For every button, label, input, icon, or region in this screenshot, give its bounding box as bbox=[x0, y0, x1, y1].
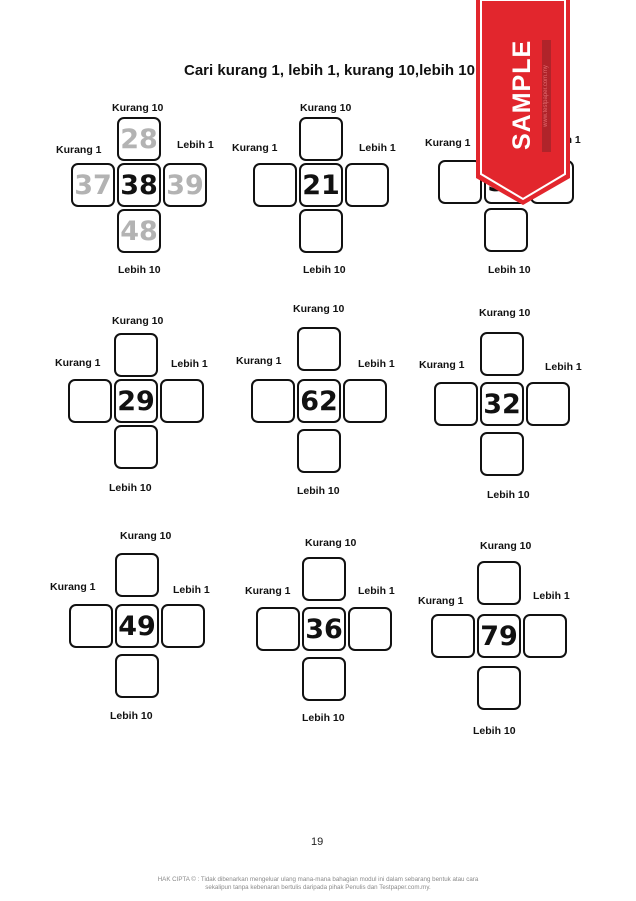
cell-kurang-1[interactable] bbox=[256, 607, 300, 651]
label-lebih-1: Lebih 1 bbox=[173, 584, 210, 596]
cell-lebih-1[interactable] bbox=[526, 382, 570, 426]
label-lebih-1: Lebih 1 bbox=[171, 358, 208, 370]
cell-lebih-1[interactable] bbox=[345, 163, 389, 207]
label-lebih-10: Lebih 10 bbox=[302, 712, 345, 724]
label-lebih-10: Lebih 10 bbox=[303, 264, 346, 276]
puzzle-5: Kurang 10 Kurang 1 Lebih 1 62 Lebih 10 bbox=[236, 303, 400, 497]
cell-kurang-10[interactable] bbox=[297, 327, 341, 371]
label-kurang-10: Kurang 10 bbox=[293, 303, 345, 315]
cell-center-number: 32 bbox=[480, 382, 524, 426]
cell-kurang-1: 37 bbox=[71, 163, 115, 207]
cell-lebih-1: 39 bbox=[163, 163, 207, 207]
cell-kurang-10[interactable] bbox=[114, 333, 158, 377]
label-lebih-10: Lebih 10 bbox=[487, 489, 530, 501]
cell-lebih-1[interactable] bbox=[161, 604, 205, 648]
cell-kurang-1[interactable] bbox=[431, 614, 475, 658]
label-kurang-1: Kurang 1 bbox=[245, 585, 291, 597]
label-lebih-1: Lebih 1 bbox=[358, 358, 395, 370]
label-lebih-1: Lebih 1 bbox=[359, 142, 396, 154]
label-lebih-1: Lebih 1 bbox=[358, 585, 395, 597]
cell-center-number: 21 bbox=[299, 163, 343, 207]
cell-lebih-1[interactable] bbox=[160, 379, 204, 423]
label-kurang-10: Kurang 10 bbox=[120, 530, 172, 542]
cell-lebih-10[interactable] bbox=[484, 208, 528, 252]
cell-lebih-10[interactable] bbox=[297, 429, 341, 473]
label-kurang-1: Kurang 1 bbox=[418, 595, 464, 607]
cell-kurang-1[interactable] bbox=[434, 382, 478, 426]
page-title: Cari kurang 1, lebih 1, kurang 10,lebih … bbox=[184, 62, 475, 79]
sample-ribbon: SAMPLE www.testpaper.com.my bbox=[476, 0, 570, 210]
cell-center-number: 29 bbox=[114, 379, 158, 423]
cell-kurang-10[interactable] bbox=[480, 332, 524, 376]
cell-lebih-10[interactable] bbox=[477, 666, 521, 710]
cell-center-number: 79 bbox=[477, 614, 521, 658]
cell-lebih-10[interactable] bbox=[115, 654, 159, 698]
cell-kurang-10: 28 bbox=[117, 117, 161, 161]
label-kurang-1: Kurang 1 bbox=[425, 137, 471, 149]
cell-center-number: 49 bbox=[115, 604, 159, 648]
cell-kurang-10[interactable] bbox=[299, 117, 343, 161]
puzzle-7: Kurang 10 Kurang 1 Lebih 1 49 Lebih 10 bbox=[50, 530, 218, 722]
ribbon-subtext: www.testpaper.com.my bbox=[542, 40, 551, 152]
cell-kurang-1[interactable] bbox=[68, 379, 112, 423]
puzzle-9: Kurang 10 Kurang 1 Lebih 1 79 Lebih 10 bbox=[418, 540, 580, 737]
cell-lebih-10[interactable] bbox=[302, 657, 346, 701]
cell-lebih-10: 48 bbox=[117, 209, 161, 253]
cell-lebih-1[interactable] bbox=[343, 379, 387, 423]
cell-center-number: 36 bbox=[302, 607, 346, 651]
page-number: 19 bbox=[311, 836, 324, 848]
label-lebih-10: Lebih 10 bbox=[488, 264, 531, 276]
cell-kurang-1[interactable] bbox=[69, 604, 113, 648]
label-kurang-1: Kurang 1 bbox=[50, 581, 96, 593]
label-lebih-10: Lebih 10 bbox=[110, 710, 153, 722]
label-lebih-10: Lebih 10 bbox=[109, 482, 152, 494]
cell-lebih-1[interactable] bbox=[348, 607, 392, 651]
label-kurang-10: Kurang 10 bbox=[112, 315, 164, 327]
label-kurang-1: Kurang 1 bbox=[232, 142, 278, 154]
cell-kurang-1[interactable] bbox=[251, 379, 295, 423]
label-lebih-1: Lebih 1 bbox=[177, 139, 214, 151]
cell-lebih-10[interactable] bbox=[299, 209, 343, 253]
label-lebih-1: Lebih 1 bbox=[545, 361, 582, 373]
ribbon-sample-text: SAMPLE bbox=[508, 39, 536, 150]
puzzle-1: Kurang 10 Kurang 1 Lebih 1 28 37 38 39 4… bbox=[56, 102, 220, 284]
copyright-footer: HAK CIPTA © : Tidak dibenarkan mengeluar… bbox=[157, 876, 479, 891]
puzzle-8: Kurang 10 Kurang 1 Lebih 1 36 Lebih 10 bbox=[245, 537, 405, 725]
label-kurang-1: Kurang 1 bbox=[55, 357, 101, 369]
label-kurang-10: Kurang 10 bbox=[480, 540, 532, 552]
cell-kurang-10[interactable] bbox=[302, 557, 346, 601]
puzzle-4: Kurang 10 Kurang 1 Lebih 1 29 Lebih 10 bbox=[55, 315, 217, 500]
cell-center-number: 62 bbox=[297, 379, 341, 423]
cell-lebih-10[interactable] bbox=[480, 432, 524, 476]
label-lebih-10: Lebih 10 bbox=[118, 264, 161, 276]
label-kurang-10: Kurang 10 bbox=[479, 307, 531, 319]
cell-lebih-1[interactable] bbox=[523, 614, 567, 658]
cell-kurang-1[interactable] bbox=[438, 160, 482, 204]
label-lebih-10: Lebih 10 bbox=[297, 485, 340, 497]
label-kurang-10: Kurang 10 bbox=[112, 102, 164, 114]
puzzle-2: Kurang 10 Kurang 1 Lebih 1 21 Lebih 10 bbox=[232, 102, 402, 284]
cell-kurang-10[interactable] bbox=[477, 561, 521, 605]
label-kurang-1: Kurang 1 bbox=[56, 144, 102, 156]
label-kurang-1: Kurang 1 bbox=[236, 355, 282, 367]
label-kurang-10: Kurang 10 bbox=[305, 537, 357, 549]
label-kurang-1: Kurang 1 bbox=[419, 359, 465, 371]
cell-kurang-1[interactable] bbox=[253, 163, 297, 207]
label-lebih-1: Lebih 1 bbox=[533, 590, 570, 602]
label-kurang-10: Kurang 10 bbox=[300, 102, 352, 114]
puzzle-6: Kurang 10 Kurang 1 Lebih 1 32 Lebih 10 bbox=[419, 307, 583, 501]
cell-center-number: 38 bbox=[117, 163, 161, 207]
cell-lebih-10[interactable] bbox=[114, 425, 158, 469]
label-lebih-10: Lebih 10 bbox=[473, 725, 516, 737]
cell-kurang-10[interactable] bbox=[115, 553, 159, 597]
